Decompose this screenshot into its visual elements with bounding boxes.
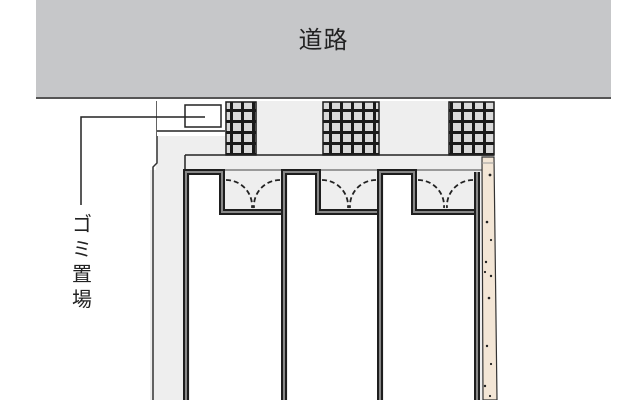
- garbage-leader-line: [80, 116, 205, 205]
- garbage-label-char-3: 置: [72, 262, 92, 286]
- tile-patch-2: [322, 101, 380, 156]
- entry-door-unit-3: [417, 179, 474, 209]
- planting-strip: [481, 156, 498, 400]
- garbage-enclosure: [157, 101, 225, 136]
- road: 道路: [36, 0, 611, 99]
- entry-door-unit-2: [321, 179, 377, 209]
- garbage-label-char-1: ゴ: [72, 212, 92, 236]
- entry-door-unit-1: [225, 179, 281, 209]
- road-label: 道路: [298, 26, 349, 54]
- garbage-label-char-4: 場: [72, 287, 92, 311]
- garbage-label-char-2: ミ: [72, 237, 92, 261]
- garbage-area-label: ゴ ミ 置 場: [70, 212, 94, 312]
- tile-patch-1: [225, 101, 257, 156]
- tile-patch-3: [448, 101, 495, 156]
